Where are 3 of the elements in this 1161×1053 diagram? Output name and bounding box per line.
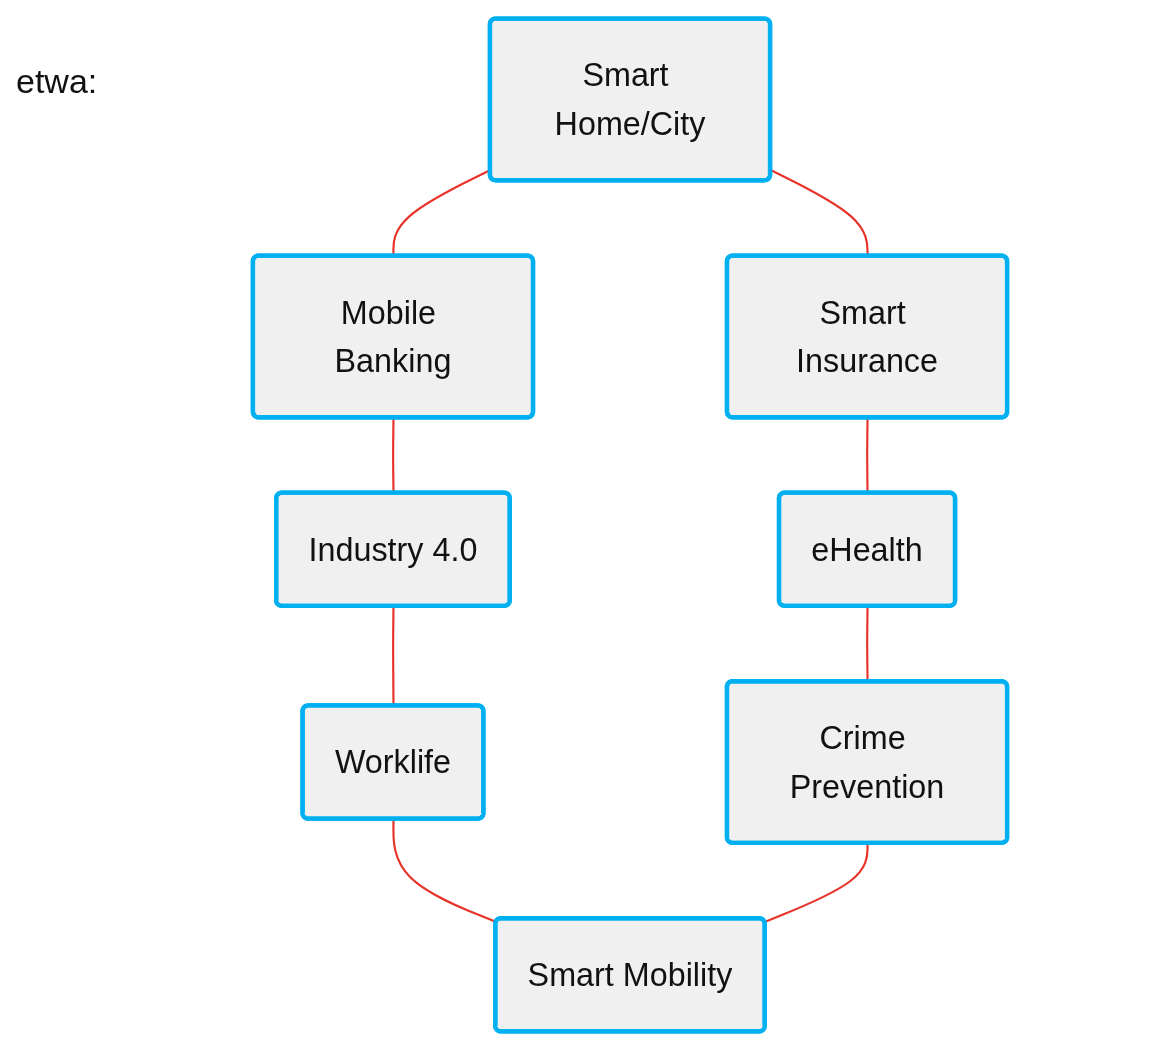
note-text: etwa: — [16, 62, 98, 101]
connector — [764, 843, 869, 923]
connector — [392, 819, 497, 923]
